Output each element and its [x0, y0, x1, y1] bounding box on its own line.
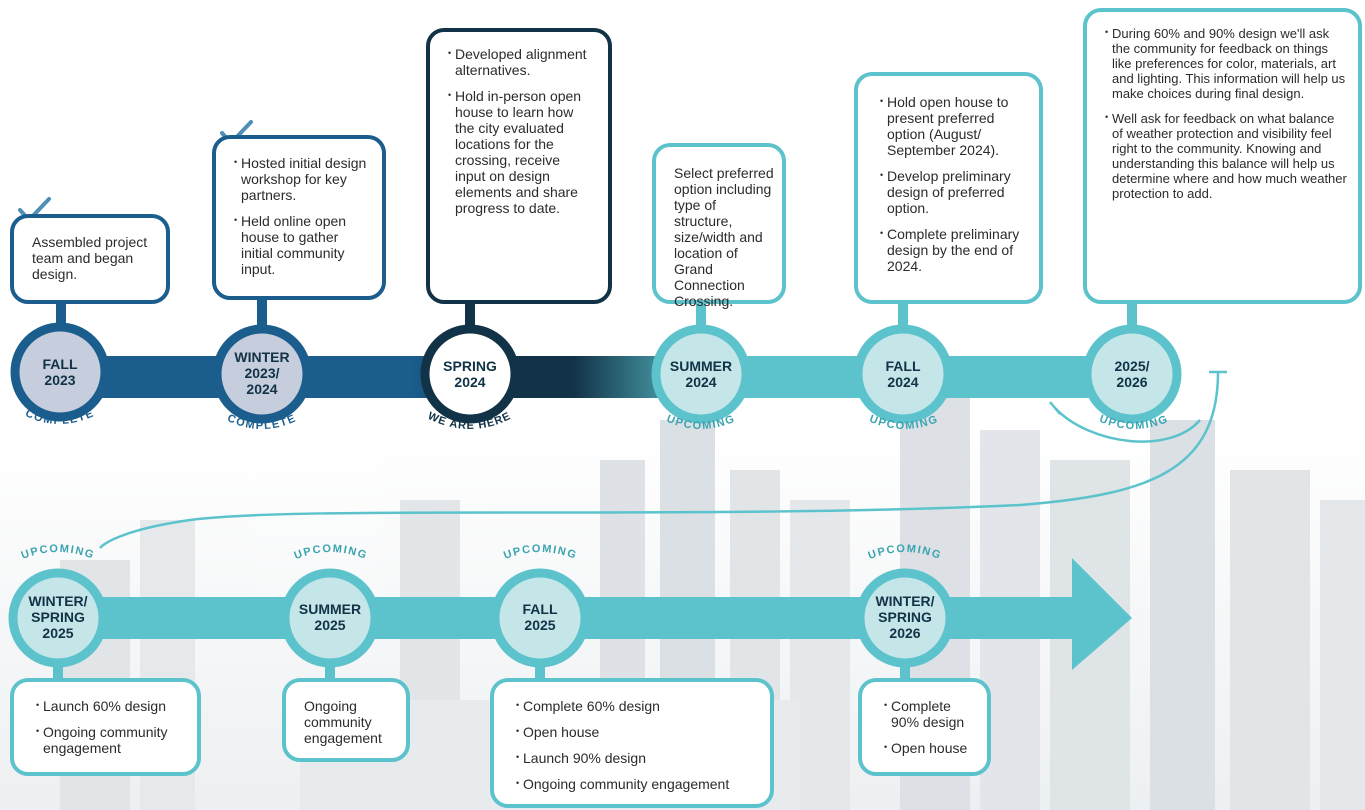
milestone-label-line: SUMMER [669, 358, 733, 374]
bullet-item: Developed alignment alternatives. [448, 45, 594, 78]
bullet-item: Ongoing community engagement [516, 775, 760, 792]
timeline-arrow-head [1072, 558, 1132, 670]
connector-stem [465, 300, 475, 330]
milestone-label-line: WINTER/ [28, 593, 88, 609]
milestone-circle-winter-spring-2025 [8, 568, 108, 668]
milestone-label-line: 2026 [1116, 374, 1148, 390]
milestone-label-line: 2025/ [1114, 358, 1150, 374]
milestone-box-fall-2024: Hold open house to present preferred opt… [854, 72, 1043, 304]
milestone-circle-spring-2024 [420, 324, 520, 424]
milestone-label-line: SUMMER [298, 601, 362, 617]
bullet-item: During 60% and 90% design we'll ask the … [1105, 25, 1348, 101]
milestone-label-fall-2025: FALL 2025 [485, 601, 595, 633]
milestone-label-line: 2023/ [244, 365, 280, 381]
milestone-circle-fall-2023 [10, 322, 110, 422]
connector-stem [900, 660, 910, 682]
bullet-item: Hold in-person open house to learn how t… [448, 87, 594, 216]
connector-cap-left [1049, 401, 1061, 415]
milestone-box-2025-2026: During 60% and 90% design we'll ask the … [1083, 8, 1362, 304]
milestone-label-2025-2026: 2025/ 2026 [1077, 358, 1187, 390]
milestone-label-winter-spring-2026: WINTER/ SPRING 2026 [850, 593, 960, 641]
bullet-item: Develop preliminary design of preferred … [880, 167, 1031, 216]
milestone-label-spring-2024: SPRING 2024 [415, 358, 525, 390]
bullet-item: Well ask for feedback on what balance of… [1105, 110, 1348, 201]
milestone-circle-summer-2025 [280, 568, 380, 668]
milestone-label-summer-2025: SUMMER 2025 [275, 601, 385, 633]
bullet-item: Open house [884, 739, 979, 756]
milestone-text: Select preferred option including type o… [674, 165, 774, 309]
milestone-label-line: SPRING [31, 609, 85, 625]
timeline-band-top [30, 356, 1150, 398]
milestone-label-line: FALL [885, 358, 921, 374]
connector-stem [53, 660, 63, 682]
milestone-label-line: 2025 [42, 625, 74, 641]
milestone-circle-winter-spring-2026 [855, 568, 955, 668]
milestone-label-line: 2025 [524, 617, 556, 633]
bullet-item: Held online open house to gather initial… [234, 212, 374, 277]
milestone-label-line: SPRING [443, 358, 497, 374]
milestone-box-fall-2025: Complete 60% design Open house Launch 90… [490, 678, 774, 808]
milestone-box-spring-2024: Developed alignment alternatives. Hold i… [426, 28, 612, 304]
bullet-item: Launch 90% design [516, 749, 760, 766]
milestone-circle-winter-2023-2024 [212, 324, 312, 424]
connector-stem [257, 295, 267, 329]
connector-stem [898, 300, 908, 330]
bullet-item: Hosted initial design workshop for key p… [234, 154, 374, 203]
milestone-box-winter-2023-2024: Hosted initial design workshop for key p… [212, 135, 386, 300]
bullet-item: Hold open house to present preferred opt… [880, 93, 1031, 158]
milestone-label-line: 2026 [889, 625, 921, 641]
connector-stem [56, 300, 66, 330]
milestone-label-summer-2024: SUMMER 2024 [646, 358, 756, 390]
milestone-circle-fall-2025 [490, 568, 590, 668]
milestone-label-fall-2023: FALL 2023 [5, 356, 115, 388]
milestone-label-line: 2024 [887, 374, 919, 390]
connector-bracket [1054, 407, 1201, 443]
connector-stem [325, 660, 335, 682]
milestone-circle-summer-2024 [651, 324, 751, 424]
milestone-label-winter-spring-2025: WINTER/ SPRING 2025 [3, 593, 113, 641]
milestone-label-fall-2024: FALL 2024 [848, 358, 958, 390]
connector-stem [696, 300, 706, 330]
milestone-label-line: FALL [42, 356, 78, 372]
bullet-item: Complete 90% design [884, 697, 979, 730]
bullet-item: Open house [516, 723, 760, 740]
bullet-item: Ongoing community engagement [36, 723, 189, 756]
milestone-box-fall-2023: Assembled project team and began design. [10, 214, 170, 304]
bullet-item: Launch 60% design [36, 697, 189, 714]
milestone-box-summer-2024: Select preferred option including type o… [652, 143, 786, 309]
connector-stem [1127, 301, 1137, 331]
milestone-box-summer-2025: Ongoing community engagement [282, 678, 410, 762]
milestone-label-line: WINTER/ [875, 593, 935, 609]
connector-stem [535, 660, 545, 682]
milestone-circle-fall-2024 [853, 324, 953, 424]
milestone-text: Ongoing community engagement [304, 698, 382, 746]
milestone-box-winter-spring-2025: Launch 60% design Ongoing community enga… [10, 678, 201, 776]
bullet-item: Complete preliminary design by the end o… [880, 225, 1031, 274]
connector-curve [98, 371, 1220, 549]
milestone-label-line: 2024 [685, 374, 717, 390]
milestone-label-line: 2023 [44, 372, 76, 388]
milestone-label-line: 2024 [454, 374, 486, 390]
milestone-label-line: 2025 [314, 617, 346, 633]
bullet-item: Complete 60% design [516, 697, 760, 714]
milestone-label-line: 2024 [246, 381, 278, 397]
milestone-label-line: WINTER [234, 349, 290, 365]
milestone-label-winter-2023-2024: WINTER 2023/ 2024 [207, 349, 317, 397]
milestone-label-line: FALL [522, 601, 558, 617]
milestone-circle-2025-2026 [1082, 324, 1182, 424]
milestone-text: Assembled project team and began design. [32, 234, 148, 282]
milestone-label-line: SPRING [878, 609, 932, 625]
milestone-box-winter-spring-2026: Complete 90% design Open house [858, 678, 991, 776]
